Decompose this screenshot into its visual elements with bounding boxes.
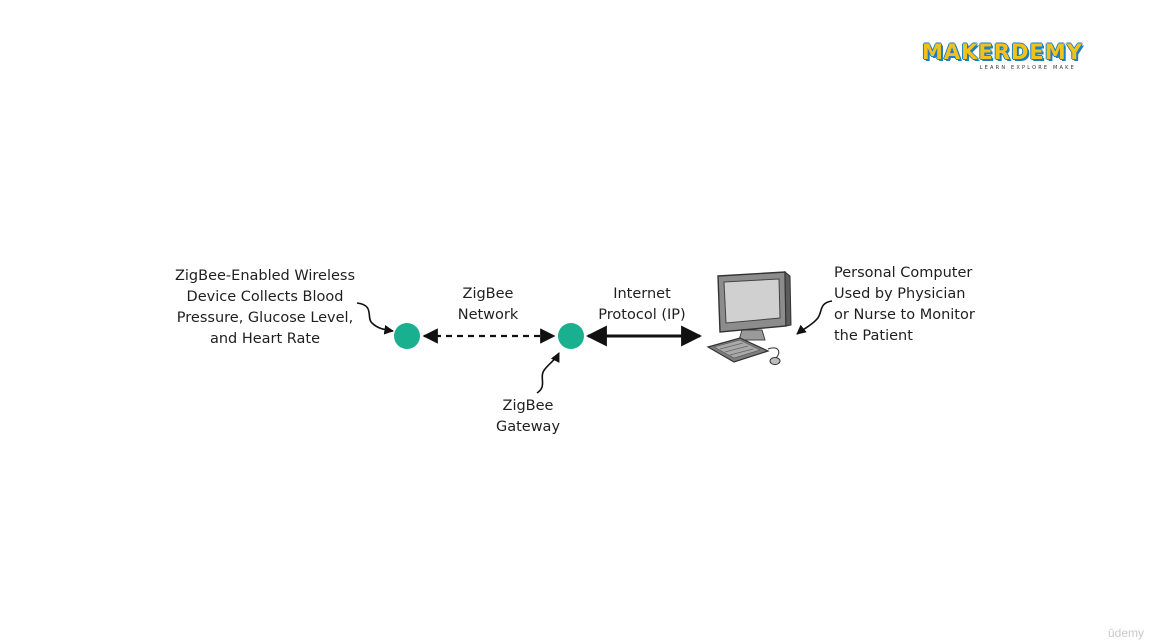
makerdemy-logo: MAKERDEMY LEARN EXPLORE MAKE bbox=[922, 40, 1090, 74]
zigbee-gateway-label: ZigBee Gateway bbox=[495, 398, 561, 435]
pc-pointer-arrow bbox=[796, 300, 833, 335]
logo-wordmark: MAKERDEMY bbox=[922, 40, 1083, 64]
udemy-watermark: ūdemy bbox=[1107, 626, 1144, 640]
zigbee-network-label: ZigBee Network bbox=[457, 286, 519, 323]
personal-computer-label: Personal Computer Used by Physician or N… bbox=[834, 265, 975, 344]
internet-protocol-label: Internet Protocol (IP) bbox=[598, 286, 686, 323]
device-pointer-arrow bbox=[356, 302, 394, 335]
personal-computer-icon bbox=[706, 270, 792, 365]
zigbee-gateway-node bbox=[558, 323, 584, 349]
device-label: ZigBee-Enabled Wireless Device Collects … bbox=[174, 268, 356, 347]
sensor-device-node bbox=[394, 323, 420, 349]
logo-tagline: LEARN EXPLORE MAKE bbox=[979, 65, 1076, 71]
gateway-pointer-arrow bbox=[536, 352, 560, 394]
